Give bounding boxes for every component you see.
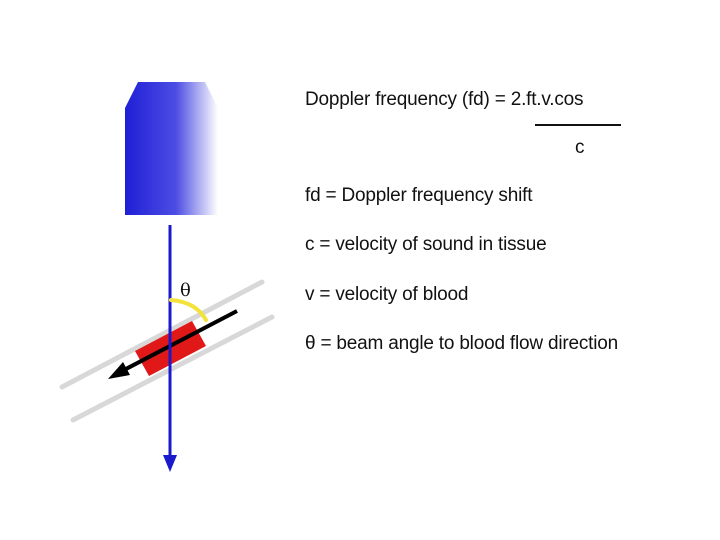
flow-arrow-shaft <box>123 309 238 372</box>
vessel-wall-upper <box>59 279 265 390</box>
vessel-wall-lower <box>70 314 275 423</box>
fraction-bar <box>535 124 621 126</box>
definition-c: c = velocity of sound in tissue <box>305 234 547 255</box>
doppler-diagram: θ <box>59 82 275 472</box>
beam-arrow-head <box>163 455 177 472</box>
formula-denominator: c <box>575 137 585 158</box>
angle-arc <box>169 298 208 322</box>
definition-theta: θ = beam angle to blood flow direction <box>305 333 618 354</box>
formula-lhs: Doppler frequency (fd) = <box>305 89 511 110</box>
definition-fd: fd = Doppler frequency shift <box>305 185 533 206</box>
formula-numerator: 2.ft.v.cos <box>510 89 584 110</box>
flow-arrow-head <box>108 362 130 379</box>
definition-v: v = velocity of blood <box>305 284 469 305</box>
angle-theta-label: θ <box>180 280 191 301</box>
doppler-formula: Doppler frequency (fd) = 2.ft.v.cos <box>305 88 584 112</box>
transducer-probe <box>125 82 218 215</box>
